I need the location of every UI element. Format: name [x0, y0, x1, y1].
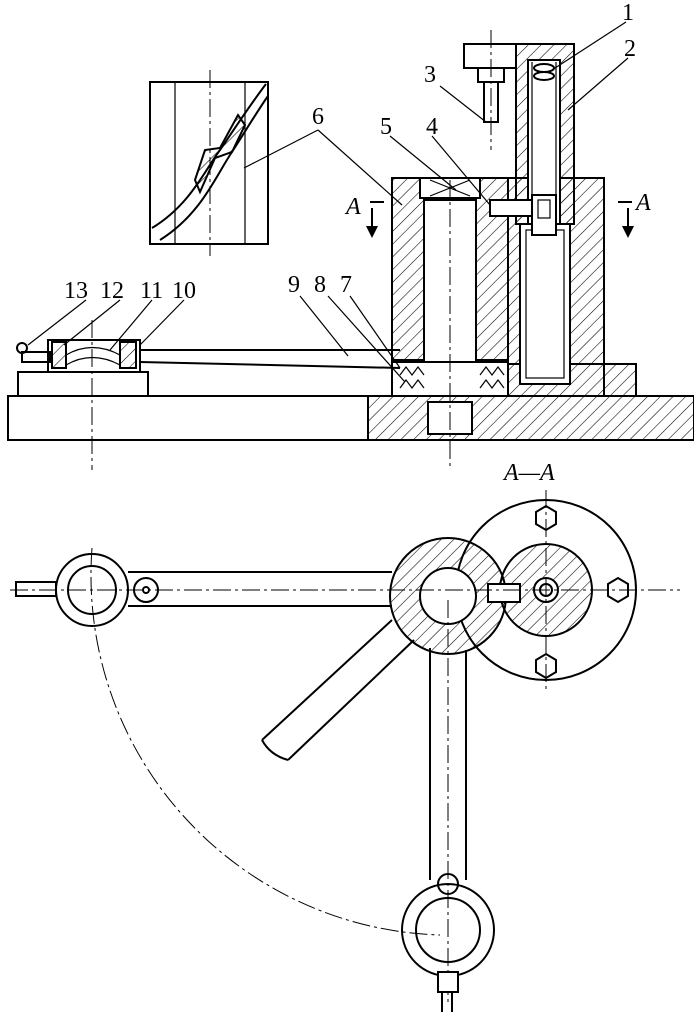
part-number-labels: 1 2 3 4 5 6 7 8 9 10 11 12 13 — [64, 0, 636, 304]
section-markers: A A A—A — [344, 190, 651, 486]
helix-detail-inset — [149, 70, 269, 256]
section-a-a-view — [10, 490, 680, 1012]
label-5: 5 — [380, 114, 392, 140]
label-12: 12 — [100, 278, 124, 304]
label-6: 6 — [312, 104, 324, 130]
label-8: 8 — [314, 272, 326, 298]
label-9: 9 — [288, 272, 300, 298]
label-7: 7 — [340, 272, 352, 298]
section-marker-right: A — [634, 190, 651, 216]
label-1: 1 — [622, 0, 634, 26]
label-2: 2 — [624, 36, 636, 62]
label-10: 10 — [172, 278, 196, 304]
label-3: 3 — [424, 62, 436, 88]
label-4: 4 — [426, 114, 438, 140]
section-marker-left: A — [344, 194, 361, 220]
label-13: 13 — [64, 278, 88, 304]
front-section-view — [7, 30, 694, 470]
leader-lines — [27, 21, 629, 383]
label-11: 11 — [140, 278, 163, 304]
section-view-title: A—A — [502, 460, 555, 486]
